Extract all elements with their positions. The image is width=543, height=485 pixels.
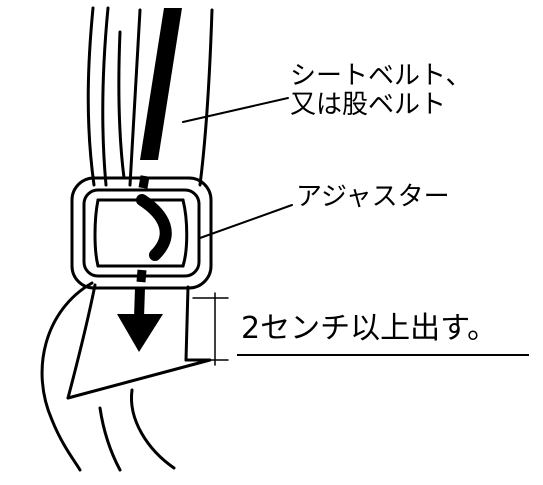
adjuster-label: アジャスター (296, 182, 450, 212)
belt-lower-strand (98, 406, 122, 472)
belt-right-edge (198, 8, 214, 187)
adjuster-slot-left (93, 198, 100, 268)
back-strap-line-inner (101, 6, 110, 187)
back-strap-line-outer (86, 6, 96, 187)
arrow-shaft-upper (140, 8, 182, 160)
belt-loop-inner (130, 388, 176, 470)
arrow-dash-1 (138, 175, 150, 189)
belt-left-edge (128, 8, 142, 187)
leader-line-belt (182, 97, 289, 123)
belt-label: シートベルト、 又は股ベルト (290, 62, 471, 119)
belt-label-line-1: シートベルト、 (290, 61, 472, 91)
belt-tail-end (66, 358, 212, 400)
leader-line-adjuster (199, 204, 293, 239)
instruction-underline (237, 354, 529, 356)
arrow-dash-2 (136, 269, 147, 283)
belt-lower-left-edge (66, 283, 97, 400)
instruction-label: 2センチ以上出す。 (241, 311, 498, 346)
arrow-shaft-lower (134, 287, 145, 319)
belt-lower-right-edge (184, 285, 190, 362)
arrow-shaft-curve (136, 194, 172, 261)
arrow-head (117, 314, 163, 352)
belt-label-line-2: 又は股ベルト (290, 89, 447, 120)
back-strap-line-right (117, 30, 126, 180)
adjuster-slot-right (181, 198, 189, 268)
pull-direction-arrow (117, 8, 182, 352)
belt-loop-outer (40, 281, 94, 472)
